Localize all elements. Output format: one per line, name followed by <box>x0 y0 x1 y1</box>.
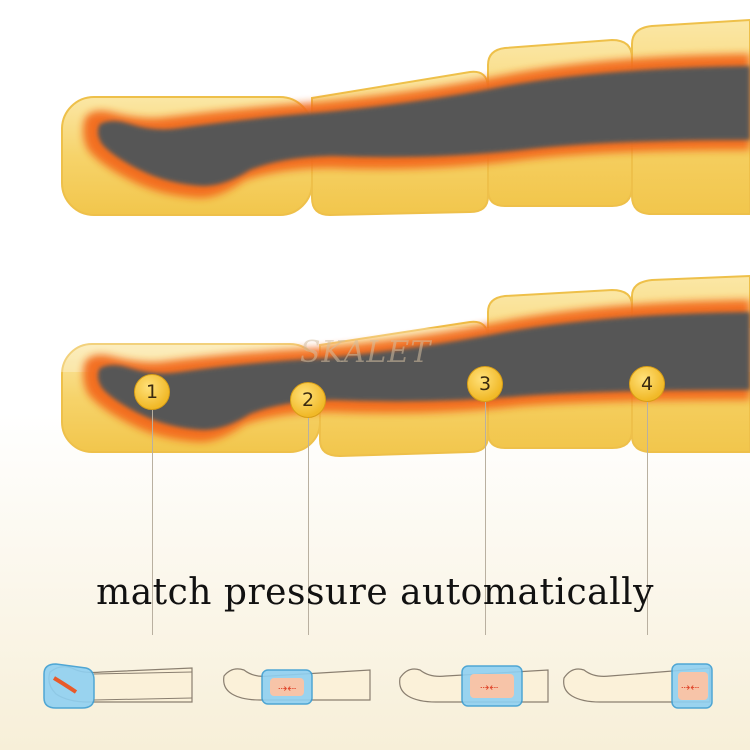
brand-watermark: SKALET <box>300 335 432 370</box>
svg-text:⇢⇠: ⇢⇠ <box>480 681 498 694</box>
leader-line-2 <box>308 418 309 635</box>
step-diagrams: ⇢⇠ ⇢⇠ ⇢⇠ <box>43 663 713 709</box>
chamber-badge-3: 3 <box>467 366 503 402</box>
step-2-diagram: ⇢⇠ <box>223 668 371 705</box>
step-1-diagram <box>43 663 193 709</box>
svg-text:⇢⇠: ⇢⇠ <box>278 682 296 695</box>
leader-line-1 <box>152 410 153 635</box>
step-3-diagram: ⇢⇠ <box>399 665 549 707</box>
caption-text: match pressure automatically <box>96 572 654 613</box>
leader-line-3 <box>485 402 486 635</box>
chamber-badge-2: 2 <box>290 382 326 418</box>
leader-line-4 <box>647 402 648 635</box>
step-4-diagram: ⇢⇠ <box>563 663 713 709</box>
bottom-leg-group <box>0 274 750 458</box>
top-leg-group <box>61 18 750 217</box>
chamber-badge-1: 1 <box>134 374 170 410</box>
chamber-badge-4: 4 <box>629 366 665 402</box>
svg-text:⇢⇠: ⇢⇠ <box>681 681 699 694</box>
